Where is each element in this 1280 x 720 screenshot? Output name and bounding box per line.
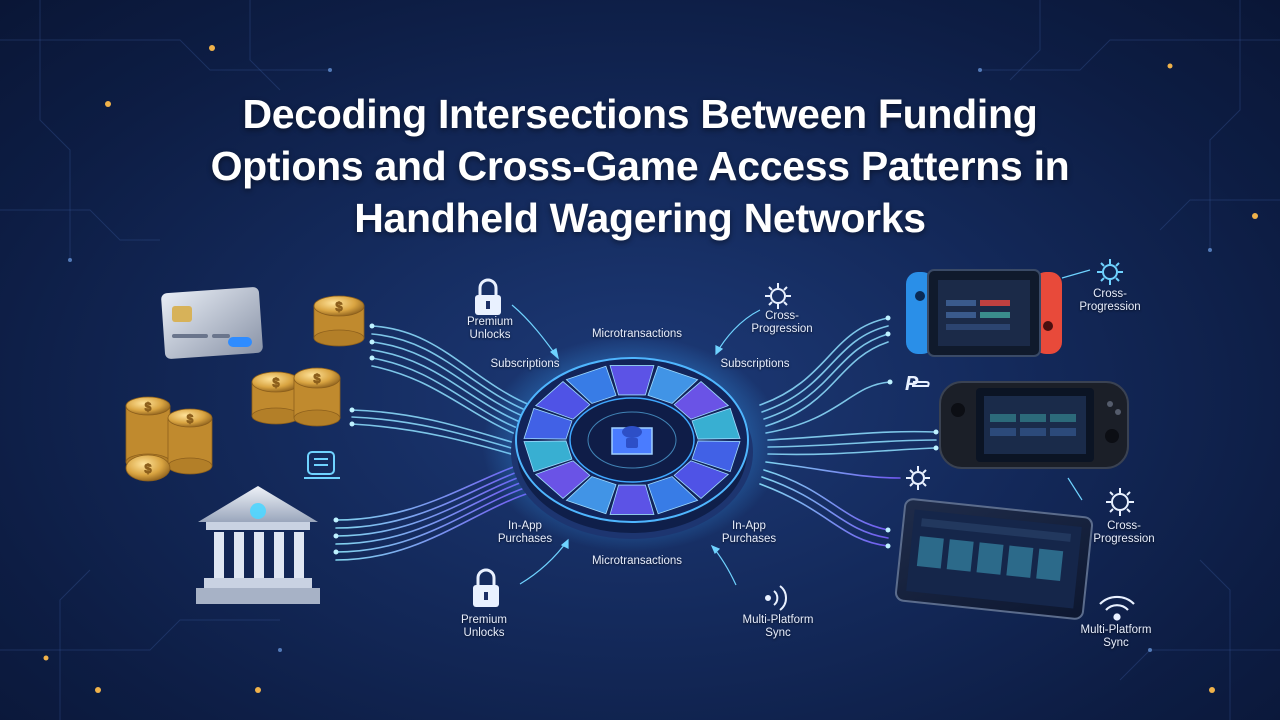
tablet-device <box>894 498 1094 620</box>
bank-icon <box>196 486 320 604</box>
svg-text:$: $ <box>187 412 194 426</box>
hub-segments <box>523 365 741 515</box>
label-subscriptions-right: Subscriptions <box>720 358 790 370</box>
hub-segment <box>673 381 730 420</box>
label-microtransactions-bottom: Microtransactions <box>591 555 683 567</box>
title-line-2: Options and Cross-Game Access Patterns i… <box>210 143 1070 189</box>
gear-icon <box>1097 259 1123 285</box>
hub-segment <box>609 484 655 515</box>
hub-segment <box>523 440 573 473</box>
hub-segment <box>609 365 655 396</box>
title-line-1: Decoding Intersections Between Funding <box>242 91 1038 137</box>
hub-segment <box>565 365 617 404</box>
label-cross-progression-top-right: Cross-Progression <box>1079 288 1141 313</box>
gear-icon <box>765 283 791 309</box>
hub-segment <box>565 476 617 515</box>
credit-card-icon <box>161 287 263 359</box>
svg-text:$: $ <box>145 400 152 414</box>
hub-segment <box>647 365 699 404</box>
central-hub <box>482 336 782 552</box>
handheld-console-switch <box>906 269 1062 357</box>
hub-segment <box>534 381 591 420</box>
wifi-icon <box>1099 595 1135 621</box>
coin-stack-icon: $ $ $ $ $ $ <box>125 295 365 482</box>
receipt-icon <box>304 451 340 479</box>
svg-text:$: $ <box>144 461 152 476</box>
circuit-nodes <box>43 45 1258 693</box>
hub-segment <box>673 460 730 499</box>
handheld-console-dark <box>939 381 1129 469</box>
hub-segment <box>534 460 591 499</box>
gear-icon <box>906 466 930 490</box>
right-connector-lines <box>759 317 937 547</box>
label-cross-progression-mid-right: Cross-Progression <box>1093 520 1155 545</box>
lock-icon <box>475 278 501 315</box>
svg-text:$: $ <box>313 371 321 386</box>
hub-segment <box>523 407 573 440</box>
label-subscriptions-left: Subscriptions <box>490 358 560 370</box>
hub-segment <box>647 476 699 515</box>
svg-text:P: P <box>905 373 919 395</box>
title-line-3: Handheld Wagering Networks <box>354 195 926 241</box>
label-microtransactions-top: Microtransactions <box>591 328 683 340</box>
svg-text:$: $ <box>335 299 343 314</box>
gear-icon <box>1106 488 1134 516</box>
sync-icon <box>765 585 787 611</box>
playstation-icon: P <box>905 373 930 395</box>
hub-segment <box>691 440 741 473</box>
svg-text:$: $ <box>272 375 280 390</box>
page-title: Decoding Intersections Between Funding O… <box>140 88 1140 244</box>
label-cross-progression-center: Cross-Progression <box>751 310 813 335</box>
lock-icon <box>473 568 499 607</box>
hub-segment <box>691 407 741 440</box>
